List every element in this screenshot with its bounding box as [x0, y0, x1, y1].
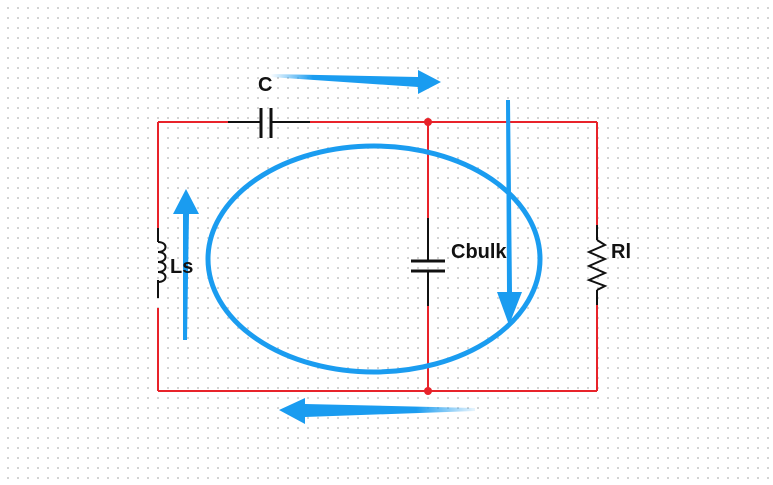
arrow-left-up — [173, 189, 199, 340]
resistor-rl[interactable] — [586, 239, 608, 291]
current-arrows — [173, 70, 522, 424]
node-bottom — [424, 387, 432, 395]
capacitor-cbulk[interactable] — [411, 259, 445, 273]
component-leads — [157, 121, 598, 306]
inductor-ls[interactable] — [157, 241, 167, 283]
label-resistor-rl: Rl — [611, 241, 631, 263]
wires — [157, 121, 598, 392]
inductor-coil — [157, 241, 167, 283]
capacitor-c[interactable] — [259, 108, 273, 138]
node-top — [424, 118, 432, 126]
arrow-bottom-left — [279, 398, 475, 424]
label-capacitor-cbulk: Cbulk — [451, 241, 507, 263]
label-inductor-ls: Ls — [170, 256, 193, 278]
current-loop-ellipse — [205, 143, 543, 375]
junction-nodes — [424, 118, 432, 395]
arrow-right-down — [497, 100, 522, 325]
arrow-top-right — [270, 70, 441, 94]
resistor-zigzag — [586, 239, 608, 291]
label-capacitor-c: C — [258, 74, 272, 96]
